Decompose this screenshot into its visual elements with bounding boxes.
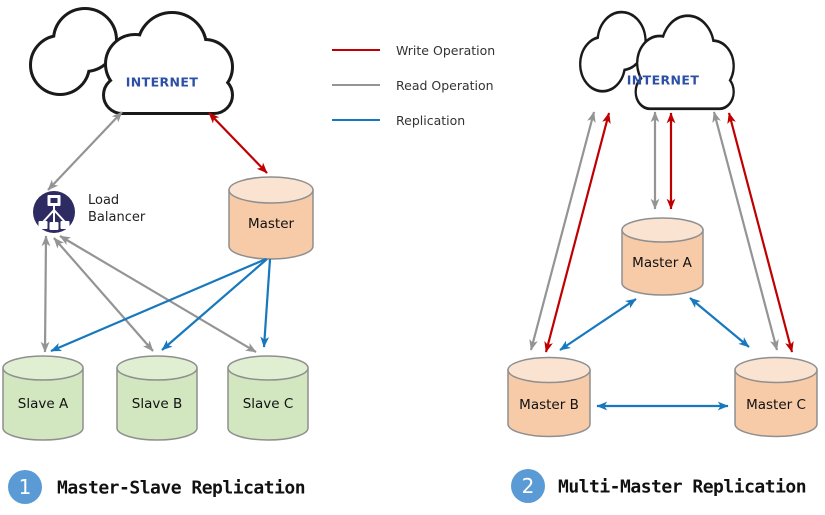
read-arrow-loadbalancer-slave-a xyxy=(40,235,51,353)
internet-label-right: INTERNET xyxy=(626,72,700,88)
read-arrow-loadbalancer-slave-c xyxy=(59,235,257,353)
slave-a-label: Slave A xyxy=(17,396,69,412)
write-arrow-cloud-master-b xyxy=(544,112,611,353)
replication-arrow-master-slave-c xyxy=(260,258,272,348)
internet-cloud-icon-right xyxy=(581,14,732,108)
read-arrow-cloud-loadbalancer xyxy=(47,111,123,191)
right-diagram-arrows xyxy=(529,111,794,411)
replication-arrow-master-slave-a xyxy=(50,257,267,353)
load-balancer-label-line1: Load xyxy=(88,193,120,208)
slave-b-cylinder xyxy=(116,355,198,441)
read-arrow-cloud-master-c xyxy=(712,111,779,351)
legend-label: Write Operation xyxy=(396,42,496,58)
legend-item-write-operation: Write Operation xyxy=(332,42,495,58)
diagram1-title: Master-Slave Replication xyxy=(57,477,306,499)
slave-c-cylinder xyxy=(227,355,309,441)
load-balancer-label-line2: Balancer xyxy=(88,210,146,225)
master-label: Master xyxy=(247,216,295,232)
slave-a-cylinder xyxy=(2,355,84,441)
replication-arrow-master-b-master-a xyxy=(559,298,637,351)
diagram1-number-badge: 1 xyxy=(8,470,42,504)
legend-label: Replication xyxy=(396,112,466,128)
write-arrow-cloud-master xyxy=(208,112,268,174)
legend-label: Read Operation xyxy=(396,77,494,93)
diagram2-number-badge: 2 xyxy=(511,469,545,503)
internet-cloud-icon-left xyxy=(32,10,231,112)
load-balancer-label: Load Balancer xyxy=(88,192,145,226)
read-operation-line-swatch xyxy=(332,83,380,87)
diagram2-title: Multi-Master Replication xyxy=(558,476,807,498)
master-a-cylinder xyxy=(621,217,704,296)
read-arrow-loadbalancer-slave-b xyxy=(53,237,154,352)
replication-arrow-master-slave-b xyxy=(161,258,268,351)
legend-item-read-operation: Read Operation xyxy=(332,77,494,93)
legend-item-replication: Replication xyxy=(332,112,465,128)
internet-label-left: INTERNET xyxy=(125,74,199,90)
write-operation-line-swatch xyxy=(332,48,380,52)
master-b-cylinder xyxy=(507,356,591,438)
replication-line-swatch xyxy=(332,118,380,122)
read-arrow-cloud-master-b xyxy=(529,111,596,351)
replication-arrow-master-c-master-a xyxy=(689,297,750,348)
master-a-label: Master A xyxy=(632,255,692,271)
master-c-cylinder xyxy=(734,356,818,438)
slave-b-label: Slave B xyxy=(131,396,183,412)
master-c-label: Master C xyxy=(746,397,806,413)
left-diagram-arrows xyxy=(40,111,272,353)
load-balancer-icon xyxy=(33,191,75,233)
master-b-label: Master B xyxy=(519,397,579,413)
write-arrow-cloud-master-c xyxy=(727,112,794,353)
slave-c-label: Slave C xyxy=(242,396,294,412)
